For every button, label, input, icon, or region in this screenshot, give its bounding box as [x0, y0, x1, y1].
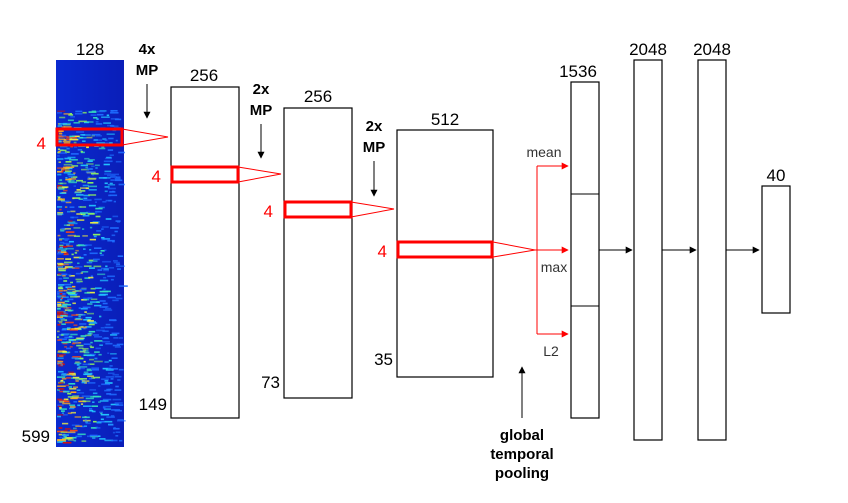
conv-layer-2: 256 73 4: [261, 87, 353, 399]
pooling-caption-line-3: pooling: [495, 465, 549, 482]
dense-layer-1-label: 1536: [559, 62, 597, 81]
pooling-caption-line-1: global: [500, 427, 544, 444]
pooling-mean-label: mean: [526, 144, 561, 160]
pool-3-type: MP: [363, 139, 386, 156]
global-temporal-pooling: mean max L2 global temporal pooling: [490, 144, 569, 482]
conv-layer-3-width-label: 512: [431, 110, 459, 129]
spectrogram-height-label: 599: [22, 427, 50, 446]
pooling-caption-line-2: temporal: [490, 446, 553, 463]
conv-layer-1-window-box: [170, 165, 240, 184]
output-layer-box: [761, 185, 791, 314]
conv-layer-2-width-label: 256: [304, 87, 332, 106]
conv-layer-2-box: [283, 107, 353, 399]
conv-layer-3-window-label: 4: [378, 242, 387, 261]
dense-layer-2-box: [633, 59, 663, 441]
projection-2-to-3: [350, 201, 395, 218]
conv-layer-2-window-label: 4: [264, 202, 273, 221]
conv-layer-3: 512 35 4: [374, 110, 494, 378]
pooling-funnel: [492, 241, 536, 258]
pool-3-annotation: 2x MP: [363, 118, 386, 197]
dense-layer-2: 2048: [629, 40, 667, 441]
conv-layer-3-height-label: 35: [374, 350, 393, 369]
dense-layer-2-label: 2048: [629, 40, 667, 59]
conv-layer-1-width-label: 256: [190, 66, 218, 85]
spectrogram-texture: [57, 110, 128, 444]
conv-layer-2-height-label: 73: [261, 373, 280, 392]
output-layer-label: 40: [767, 166, 786, 185]
conv-layer-1: 256 149 4: [139, 66, 240, 419]
conv-layer-1-box: [170, 86, 240, 419]
projection-1-to-2: [237, 166, 282, 183]
output-layer: 40: [761, 166, 791, 314]
pool-3-factor: 2x: [366, 118, 383, 135]
conv-layer-2-window-box: [283, 200, 353, 219]
pool-2-annotation: 2x MP: [250, 81, 273, 159]
spectrogram-window-label: 4: [37, 134, 46, 153]
projection-0-to-1: [121, 128, 169, 146]
dense-layer-3: 2048: [693, 40, 731, 441]
dense-layer-1: 1536: [559, 62, 600, 419]
pooling-l2-label: L2: [543, 343, 559, 359]
pool-1-type: MP: [136, 62, 159, 79]
pool-2-type: MP: [250, 102, 273, 119]
conv-layer-1-height-label: 149: [139, 395, 167, 414]
dense-layer-3-label: 2048: [693, 40, 731, 59]
spectrogram-window-box: [55, 127, 124, 147]
dense-layer-3-box: [697, 59, 727, 441]
input-spectrogram: 128 599 4: [22, 40, 128, 447]
pooling-max-label: max: [541, 259, 567, 275]
conv-layer-3-box: [396, 129, 494, 378]
pool-1-factor: 4x: [139, 41, 156, 58]
conv-layer-1-window-label: 4: [152, 167, 161, 186]
dense-layer-1-box: [570, 81, 600, 419]
pool-1-annotation: 4x MP: [136, 41, 159, 119]
conv-layer-3-window-box: [396, 240, 494, 259]
spectrogram-width-label: 128: [76, 40, 104, 59]
pool-2-factor: 2x: [253, 81, 270, 98]
